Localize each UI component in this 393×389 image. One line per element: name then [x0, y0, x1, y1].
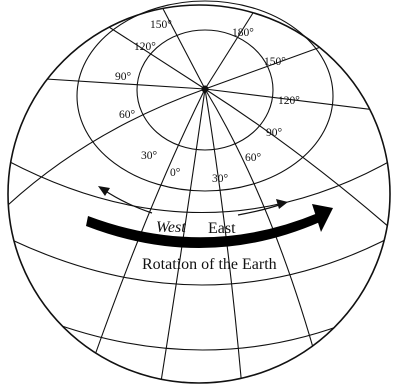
latitude-circle-lower	[6, 160, 392, 213]
longitude-label: 150°	[150, 19, 172, 31]
west-arrow-head	[98, 186, 110, 196]
longitude-label: 30°	[141, 150, 158, 162]
meridian-30-left	[95, 89, 205, 355]
rotation-arrow-body	[86, 213, 320, 248]
north-pole-dot	[202, 86, 209, 93]
longitude-label: 120°	[134, 41, 156, 53]
longitude-label: 60°	[119, 109, 136, 121]
meridian-150	[160, 3, 205, 89]
rotation-caption: Rotation of the Earth	[142, 256, 277, 273]
longitude-label: 90°	[266, 127, 283, 139]
longitude-label: 180°	[232, 27, 254, 39]
longitude-label: 120°	[278, 95, 300, 107]
longitude-label: 150°	[264, 56, 286, 68]
longitude-label: 30°	[212, 173, 229, 185]
latitude-circle-bottom	[45, 320, 355, 350]
west-label: West	[156, 219, 186, 236]
longitude-label: 0°	[170, 167, 181, 179]
longitude-label: 60°	[245, 152, 262, 164]
meridian-180	[205, 5, 258, 89]
east-arrow-head	[276, 199, 288, 209]
globe-outline	[8, 5, 390, 383]
longitude-label: 90°	[115, 71, 132, 83]
meridian-90-right	[205, 89, 390, 228]
east-label: East	[208, 220, 236, 237]
